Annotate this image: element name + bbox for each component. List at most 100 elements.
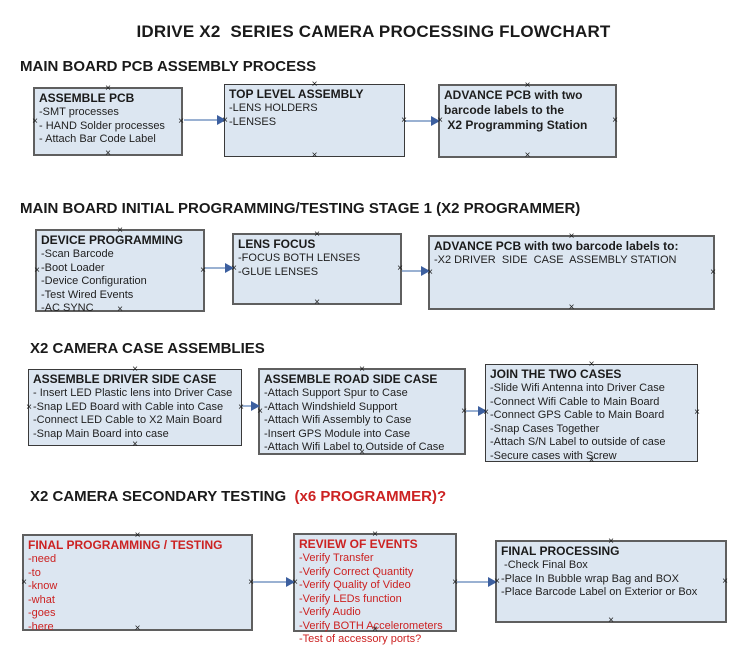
box-title: ASSEMBLE PCB	[39, 91, 135, 105]
flow-box-device-programming[interactable]: DEVICE PROGRAMMING -Scan Barcode-Boot Lo…	[34, 226, 206, 315]
box-title: TOP LEVEL ASSEMBLY	[229, 87, 364, 101]
box-item: -Connect Wifi Cable to Main Board	[490, 395, 660, 408]
box-item: -Snap Cases Together	[490, 422, 600, 435]
section-heading-text: MAIN BOARD INITIAL PROGRAMMING/TESTING S…	[20, 200, 581, 217]
flow-box-final-processing[interactable]: FINAL PROCESSING -Check Final Box-Place …	[494, 537, 728, 626]
box-item: -Slide Wifi Antenna into Driver Case	[490, 382, 665, 394]
box-item: -Verify Correct Quantity	[299, 565, 414, 578]
arrow-head-icon	[251, 401, 260, 411]
box-item: -goes	[28, 607, 56, 619]
connection-point-icon: ×	[178, 115, 184, 127]
box-item: -LENSES	[229, 115, 277, 128]
flow-box-assemble-driver-side-case[interactable]: ASSEMBLE DRIVER SIDE CASE - Insert LED P…	[26, 365, 244, 450]
box-item: -Attach S/N Label to outside of case	[490, 436, 666, 448]
flow-arrow[interactable]	[405, 116, 440, 126]
flow-box-assemble-road-side-case[interactable]: ASSEMBLE ROAD SIDE CASE -Attach Support …	[257, 365, 467, 458]
page-title: IDRIVE X2 SERIES CAMERA PROCESSING FLOWC…	[136, 22, 611, 41]
box-items: -Attach Support Spur to Case-Attach Wind…	[264, 387, 460, 455]
connection-point-icon: ×	[722, 575, 728, 587]
box-item: -Attach Windshield Support	[264, 400, 398, 413]
flow-arrow[interactable]	[466, 406, 487, 416]
connection-point-icon: ×	[397, 263, 403, 274]
box-item: -Snap Main Board into case	[33, 427, 169, 440]
box-item: - Attach Bar Code Label	[39, 133, 156, 145]
flow-arrow[interactable]	[205, 263, 234, 273]
section-heading-initial-programming: MAIN BOARD INITIAL PROGRAMMING/TESTING S…	[20, 200, 580, 217]
box-item: -Test of accessory ports?	[299, 633, 422, 645]
box-items: -need-to-know-what-goes-here	[28, 553, 247, 634]
box-item: -Verify Quality of Video	[299, 579, 411, 591]
box-item: ADVANCE PCB with two	[444, 88, 583, 102]
box-item: -Place Barcode Label on Exterior or Box	[501, 586, 698, 598]
box-item: -AC SYNC	[41, 302, 94, 314]
box-item: -Test Wired Events	[41, 288, 134, 301]
connection-point-icon: ×	[132, 439, 138, 450]
connection-point-icon: ×	[524, 150, 531, 161]
flow-box-top-level-assembly[interactable]: TOP LEVEL ASSEMBLY -LENS HOLDERS-LENSES …	[222, 80, 407, 161]
flow-arrow[interactable]	[242, 401, 260, 411]
box-item: -Place In Bubble wrap Bag and BOX	[501, 572, 679, 585]
arrow-head-icon	[421, 266, 430, 276]
arrow-head-icon	[217, 115, 226, 125]
arrow-head-icon	[431, 116, 440, 126]
connection-point-icon: ×	[311, 150, 318, 161]
box-title: ASSEMBLE ROAD SIDE CASE	[264, 372, 438, 386]
connection-point-icon: ×	[710, 266, 716, 278]
flow-box-review-of-events[interactable]: REVIEW OF EVENTS -Verify Transfer-Verify…	[292, 530, 458, 646]
connection-point-icon: ×	[32, 115, 38, 127]
box-title: JOIN THE TWO CASES	[490, 367, 622, 381]
box-title: REVIEW OF EVENTS	[299, 537, 418, 551]
box-items: -Scan Barcode-Boot Loader-Device Configu…	[41, 248, 199, 316]
box-item: -Check Final Box	[501, 559, 588, 571]
box-item: -Scan Barcode	[41, 248, 114, 260]
connection-point-icon: ×	[694, 407, 700, 418]
box-item: -Device Configuration	[41, 275, 147, 287]
flow-arrow[interactable]	[457, 577, 497, 587]
flow-box-lens-focus[interactable]: LENS FOCUS -FOCUS BOTH LENSES-GLUE LENSE…	[231, 230, 403, 308]
section-heading-text: X2 CAMERA SECONDARY TESTING	[30, 488, 291, 505]
box-item: -what	[28, 593, 55, 606]
arrow-head-icon	[478, 406, 487, 416]
flow-box-assemble-pcb[interactable]: ASSEMBLE PCB -SMT processes- HAND Solder…	[32, 84, 184, 159]
box-item: -Attach Wifi Label to Outside of Case	[264, 441, 445, 453]
box-item: -FOCUS BOTH LENSES	[238, 252, 361, 264]
box-items: - Insert LED Plastic lens into Driver Ca…	[33, 387, 237, 441]
box-item: -Snap LED Board with Cable into Case	[33, 400, 224, 413]
box-item: -Attach Support Spur to Case	[264, 387, 408, 399]
connection-point-icon: ×	[26, 401, 32, 413]
box-item: -Connect GPS Cable to Main Board	[490, 409, 665, 421]
flow-box-final-programming-testing[interactable]: FINAL PROGRAMMING / TESTING -need-to-kno…	[21, 531, 254, 634]
box-item: -SMT processes	[39, 106, 119, 118]
box-item: -Verify LEDs function	[299, 592, 402, 605]
box-title: FINAL PROCESSING	[501, 544, 620, 558]
connection-point-icon: ×	[21, 576, 27, 588]
box-items: -X2 DRIVER SIDE CASE ASSEMBLY STATION	[434, 254, 709, 268]
flow-arrow[interactable]	[253, 577, 295, 587]
connection-point-icon: ×	[34, 264, 40, 276]
box-item: -LENS HOLDERS	[229, 102, 318, 114]
connection-point-icon: ×	[105, 148, 111, 159]
box-items: -Check Final Box-Place In Bubble wrap Ba…	[501, 559, 721, 600]
section-heading-case-assemblies: X2 CAMERA CASE ASSEMBLIES	[30, 340, 265, 357]
connection-point-icon: ×	[314, 297, 320, 308]
box-item: -Verify Audio	[299, 606, 361, 618]
box-title: ASSEMBLE DRIVER SIDE CASE	[33, 372, 217, 386]
box-item: -Verify BOTH Accelerometers	[299, 619, 443, 632]
connection-point-icon: ×	[608, 615, 614, 626]
box-items: -Slide Wifi Antenna into Driver Case-Con…	[490, 382, 693, 463]
box-item: -know	[28, 580, 58, 592]
flow-box-join-the-two-cases[interactable]: JOIN THE TWO CASES -Slide Wifi Antenna i…	[483, 360, 700, 466]
connection-point-icon: ×	[612, 115, 618, 126]
box-item: -here	[28, 620, 54, 633]
box-item: - Insert LED Plastic lens into Driver Ca…	[33, 387, 233, 399]
box-title: ADVANCE PCB with two barcode labels to:	[434, 239, 679, 253]
connection-point-icon: ×	[238, 401, 244, 413]
box-item: -need	[28, 553, 57, 565]
flow-box-advance-pcb-driver-side-station[interactable]: ADVANCE PCB with two barcode labels to: …	[427, 232, 716, 313]
flow-arrow[interactable]	[184, 115, 226, 125]
flow-arrow[interactable]	[402, 266, 430, 276]
section-heading-secondary-testing: X2 CAMERA SECONDARY TESTING (x6 PROGRAMM…	[30, 488, 446, 505]
box-items: -SMT processes- HAND Solder processes- A…	[39, 106, 177, 147]
